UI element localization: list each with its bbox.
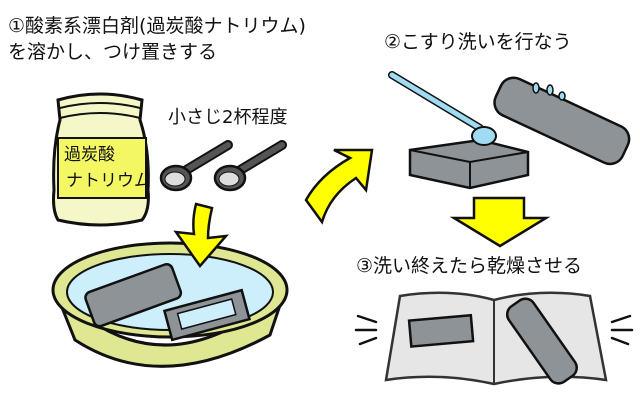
case-icon	[408, 138, 530, 190]
package-label-line2: ナトリウム	[66, 171, 151, 191]
basin-icon	[51, 241, 289, 368]
toothbrush-icon	[388, 71, 497, 146]
step-2-title: ②こすり洗いを行なう	[384, 31, 572, 53]
step-3-title: ③洗い終えたら乾燥させる	[356, 255, 583, 277]
step-1-title-line2: を溶かし、つけ置きする	[8, 41, 218, 63]
package-icon	[52, 92, 150, 227]
step-1-title: ①酸素系漂白剤(過炭酸ナトリウム)	[8, 15, 306, 37]
arrow-down-icon	[173, 202, 230, 269]
arrow-down-icon	[449, 196, 551, 248]
newspaper-icon	[384, 291, 608, 386]
remote-icon	[493, 76, 631, 166]
arrow-curved-icon	[304, 148, 374, 225]
spoon-icon	[213, 140, 287, 192]
sparkle-lines-icon	[354, 314, 634, 346]
spoon-amount-label: 小さじ2杯程度	[168, 107, 288, 128]
spoon-icon	[159, 140, 233, 192]
water-drops-icon	[532, 82, 566, 101]
package-label-line1: 過炭酸	[64, 145, 115, 165]
